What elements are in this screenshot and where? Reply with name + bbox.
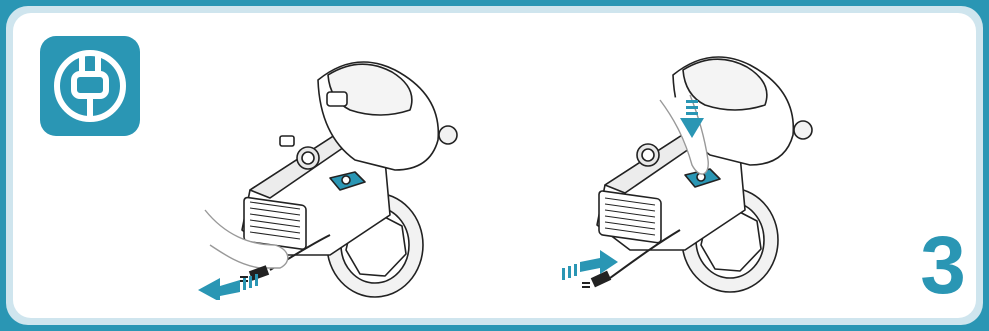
unplug-vacuum-illustration (180, 40, 480, 300)
power-plug-icon (40, 36, 140, 136)
step-number: 3 (918, 226, 968, 306)
plug-in-press-button-illustration (560, 40, 860, 300)
